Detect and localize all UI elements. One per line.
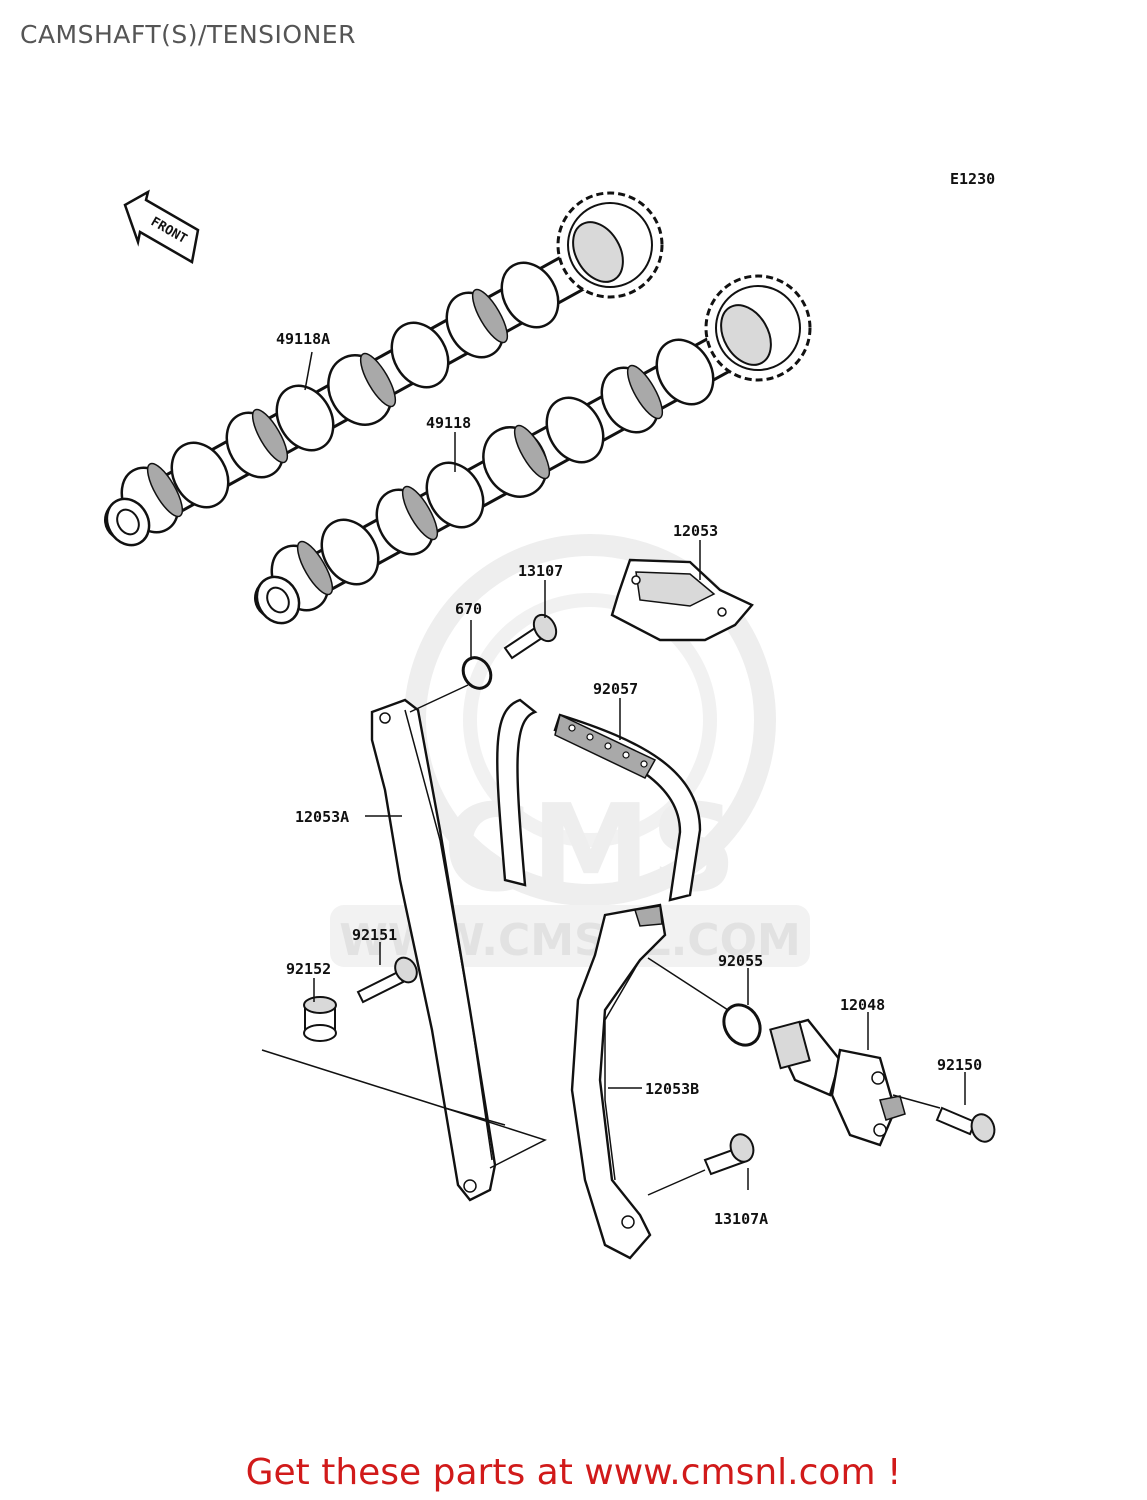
cta-link[interactable]: Get these parts at www.cmsnl.com ! (245, 1452, 902, 1493)
label-49118: 49118 (426, 414, 471, 432)
camshaft-49118 (254, 274, 812, 625)
label-12053B: 12053B (645, 1080, 699, 1098)
label-12048: 12048 (840, 996, 885, 1014)
o-ring-92055 (722, 1003, 762, 1047)
label-92152: 92152 (286, 960, 331, 978)
label-13107A: 13107A (714, 1210, 768, 1228)
front-arrow-icon: FRONT (123, 189, 200, 264)
label-13107: 13107 (518, 562, 563, 580)
tensioner-12048 (769, 1018, 906, 1147)
label-92151: 92151 (352, 926, 397, 944)
label-49118A: 49118A (276, 330, 330, 348)
chain-guide-12053 (610, 558, 754, 642)
bolt-13107 (503, 613, 558, 660)
diagram-code: E1230 (950, 170, 995, 188)
bolt-92150 (935, 1106, 996, 1143)
label-92057: 92057 (593, 680, 638, 698)
label-92055: 92055 (718, 952, 763, 970)
page-title: CAMSHAFT(S)/TENSIONER (20, 20, 356, 49)
label-92150: 92150 (937, 1056, 982, 1074)
bolt-92151 (356, 956, 418, 1004)
camshaft-49118A (104, 191, 664, 547)
label-670: 670 (455, 600, 482, 618)
tensioner-guide-12053B (570, 903, 667, 1260)
label-12053: 12053 (673, 522, 718, 540)
o-ring-670 (461, 656, 493, 690)
chain-guide-12053A (370, 698, 497, 1202)
bolt-13107A (703, 1133, 755, 1176)
collar-92152 (303, 996, 337, 1042)
part-labels: 49118A 49118 12053 13107 670 92057 12053… (276, 330, 982, 1228)
leader-lines (261, 351, 966, 1196)
cam-chain-92057 (496, 698, 702, 902)
label-12053A: 12053A (295, 808, 349, 826)
